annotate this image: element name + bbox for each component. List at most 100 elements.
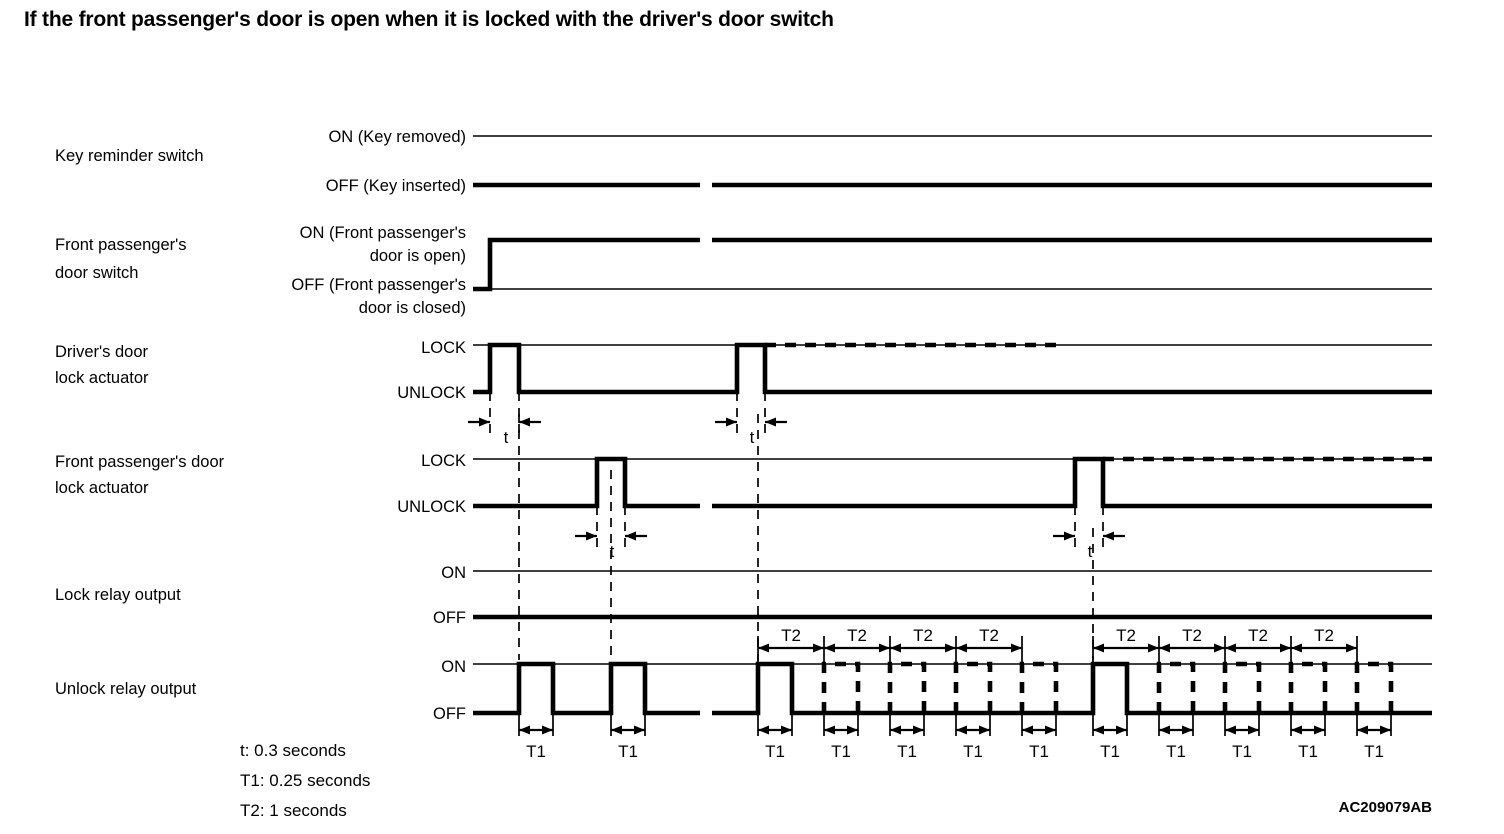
level-label-unlock-relay-on: ON (441, 658, 466, 676)
row-label-front-passenger-door-lock-actuator-2: lock actuator (55, 479, 149, 497)
legend: t: 0.3 seconds T1: 0.25 seconds T2: 1 se… (240, 741, 370, 820)
t1-label: T1 (897, 742, 917, 761)
level-label-lock-relay-off: OFF (433, 609, 466, 627)
t1-marker: T1 (1021, 713, 1057, 761)
row-label-drivers-door-lock-actuator-1: Driver's door (55, 343, 149, 361)
t-label: t (504, 428, 509, 447)
t1-label: T1 (831, 742, 851, 761)
drawing-number: AC209079AB (1339, 799, 1433, 816)
arrow-head (813, 643, 824, 653)
legend-t1: T1: 0.25 seconds (240, 771, 370, 790)
arrow-head (1291, 725, 1302, 735)
arrow-head (479, 417, 490, 427)
level-label-lock-relay-on: ON (441, 564, 466, 582)
arrow-head (1357, 725, 1368, 735)
row-label-key-reminder-switch: Key reminder switch (55, 147, 204, 165)
arrow-head (824, 725, 835, 735)
arrow-head (1093, 643, 1104, 653)
dashed-pulse (821, 661, 861, 713)
t1-marker: T1 (1224, 713, 1260, 761)
row-label-lock-relay-output: Lock relay output (55, 586, 181, 604)
level-label-passenger-unlock: UNLOCK (397, 498, 466, 516)
t1-marker: T1 (757, 713, 793, 761)
t-label: t (1088, 542, 1093, 561)
arrow-head (781, 725, 792, 735)
arrow-head (758, 725, 769, 735)
t2-label: T2 (1182, 626, 1202, 645)
arrow-head (586, 531, 597, 541)
t1-label: T1 (526, 742, 546, 761)
dashed-pulse (1019, 661, 1059, 713)
passenger-lock-actuator-waveform (473, 456, 1432, 509)
level-label-key-reminder-off: OFF (Key inserted) (326, 177, 466, 195)
arrow-head (979, 725, 990, 735)
arrow-head (726, 417, 737, 427)
waveform-front-passenger-door-switch (473, 237, 1432, 292)
arrow-head (1291, 643, 1302, 653)
arrow-head (913, 725, 924, 735)
t1-label: T1 (1364, 742, 1384, 761)
unlock-relay-waveform-solid (473, 661, 1432, 716)
dashed-pulse (1288, 661, 1328, 713)
row-labels: Key reminder switch Front passenger's do… (55, 147, 225, 698)
t1-marker: T1 (1290, 713, 1326, 761)
t1-label: T1 (765, 742, 785, 761)
arrow-head (765, 417, 776, 427)
t-dimension-driver-1: t (468, 392, 541, 447)
arrow-head (956, 643, 967, 653)
dashed-pulse (1354, 661, 1394, 713)
t1-marker: T1 (955, 713, 991, 761)
arrow-head (890, 725, 901, 735)
row-label-unlock-relay-output: Unlock relay output (55, 680, 197, 698)
arrow-head (1064, 531, 1075, 541)
legend-t: t: 0.3 seconds (240, 741, 346, 760)
t1-label: T1 (1029, 742, 1049, 761)
arrow-head (1103, 531, 1114, 541)
t2-label: T2 (913, 626, 933, 645)
arrow-head (1022, 725, 1033, 735)
arrow-head (1159, 643, 1170, 653)
level-label-passenger-switch-off-2: door is closed) (359, 299, 466, 317)
arrow-head (879, 643, 890, 653)
t1-marker: T1 (1158, 713, 1194, 761)
arrow-head (1380, 725, 1391, 735)
arrow-head (1214, 643, 1225, 653)
t1-marker: T1 (1092, 713, 1128, 761)
arrow-head (519, 725, 530, 735)
waveform-drivers-door-lock-actuator (473, 342, 1432, 395)
row-label-drivers-door-lock-actuator-2: lock actuator (55, 369, 149, 387)
level-label-driver-lock: LOCK (421, 339, 466, 357)
t2-label: T2 (1248, 626, 1268, 645)
level-label-passenger-switch-on-1: ON (Front passenger's (300, 224, 466, 242)
unlock-relay-dashed-pulses (821, 661, 1394, 713)
t2-label: T2 (847, 626, 867, 645)
arrow-head (1225, 725, 1236, 735)
t2-label: T2 (979, 626, 999, 645)
vertical-guide-lines (518, 414, 1094, 660)
arrow-head (1159, 725, 1170, 735)
arrow-head (956, 725, 967, 735)
arrow-head (1346, 643, 1357, 653)
dashed-pulse (887, 661, 927, 713)
t1-marker: T1 (823, 713, 859, 761)
arrow-head (625, 531, 636, 541)
waveform-lock-relay-output (473, 570, 1432, 620)
arrow-head (1280, 643, 1291, 653)
t1-marker: T1 (518, 713, 554, 761)
t1-marker: T1 (610, 713, 646, 761)
arrow-head (519, 417, 530, 427)
t-dimension-driver-2: t (715, 392, 787, 447)
t1-label: T1 (1100, 742, 1120, 761)
arrow-head (1045, 725, 1056, 735)
level-labels: ON (Key removed) OFF (Key inserted) ON (… (291, 128, 466, 723)
arrow-head (1248, 725, 1259, 735)
row-label-front-passenger-door-switch-1: Front passenger's (55, 236, 187, 254)
arrow-head (758, 643, 769, 653)
level-label-passenger-switch-on-2: door is open) (370, 247, 466, 265)
t2-label: T2 (781, 626, 801, 645)
t2-dimension-band: T2 T2 T2 T2 T2 T2 T2 T2 (757, 626, 1358, 664)
level-label-passenger-switch-off-1: OFF (Front passenger's (291, 276, 466, 294)
t1-label: T1 (1166, 742, 1186, 761)
row-label-front-passenger-door-lock-actuator-1: Front passenger's door (55, 453, 225, 471)
